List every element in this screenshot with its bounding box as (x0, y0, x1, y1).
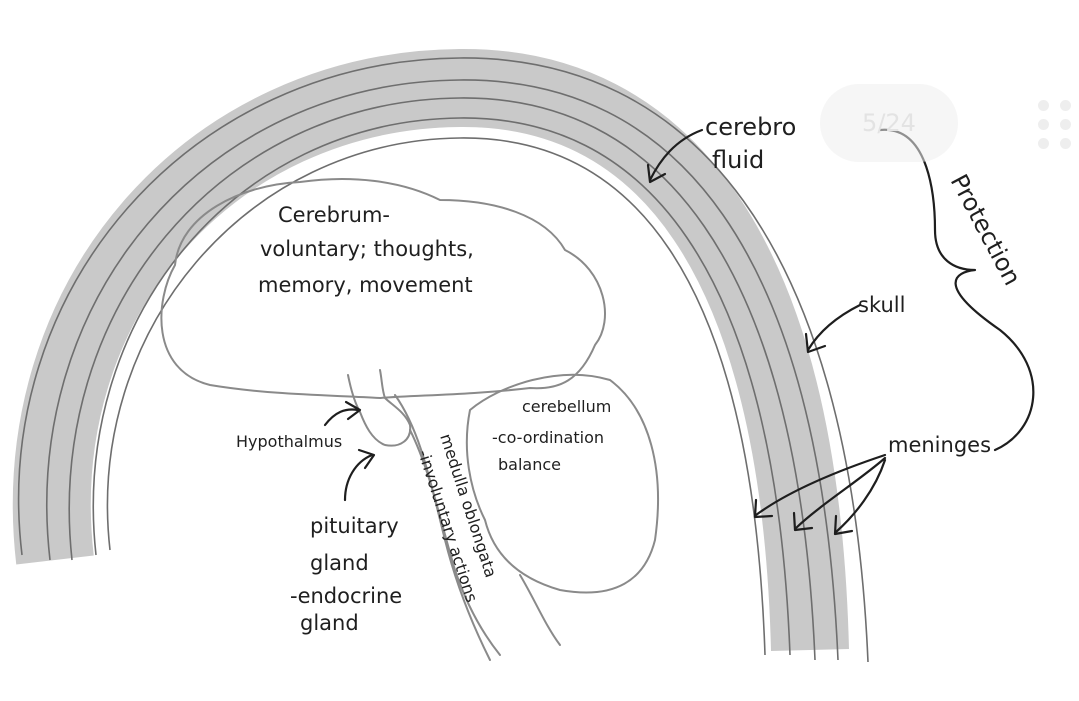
medulla-outline-inner (409, 429, 501, 656)
meninges-label: meninges (888, 433, 991, 457)
medulla-outline (394, 394, 491, 661)
pituitary-label-3: -endocrine (290, 584, 402, 608)
hypothalmus-label: Hypothalmus (236, 432, 342, 451)
pituitary-label-1: pituitary (310, 514, 399, 538)
cerebellum-label-2: -co-ordination (492, 428, 604, 447)
more-dots-icon[interactable] (1038, 100, 1074, 149)
cerebrum-outline (160, 178, 606, 399)
skull-label: skull (858, 293, 905, 317)
meninges-arrows (753, 453, 887, 536)
more-dot (1038, 119, 1049, 130)
cerebellum-stem (519, 574, 561, 646)
protection-label: Protection (945, 170, 1027, 290)
pituitary-label-2: gland (310, 551, 369, 575)
cerebellum-label-3: balance (498, 455, 561, 474)
more-dot (1060, 100, 1071, 111)
skull-bands (12, 48, 869, 663)
hypothalmus-arrow (323, 400, 362, 427)
more-dot (1060, 138, 1071, 149)
pituitary-label-4: gland (300, 611, 359, 635)
page-indicator: 5/24 (820, 84, 958, 162)
cerebellum-label-1: cerebellum (522, 397, 611, 416)
skull-arrow (804, 303, 862, 354)
cerebro-label: cerebro (705, 113, 796, 141)
cerebro-fluid-arrow (646, 128, 704, 184)
more-dot (1038, 138, 1049, 149)
more-dot (1038, 100, 1049, 111)
cerebrum-label-1: Cerebrum- (278, 203, 390, 227)
cerebrum-label-3: memory, movement (258, 273, 473, 297)
pituitary-arrow (343, 448, 376, 502)
more-dot (1060, 119, 1071, 130)
protection-brace (878, 128, 1035, 452)
fluid-label: fluid (712, 146, 764, 174)
cerebellum-outline (465, 373, 659, 594)
cerebrum-label-2: voluntary; thoughts, (260, 237, 474, 261)
